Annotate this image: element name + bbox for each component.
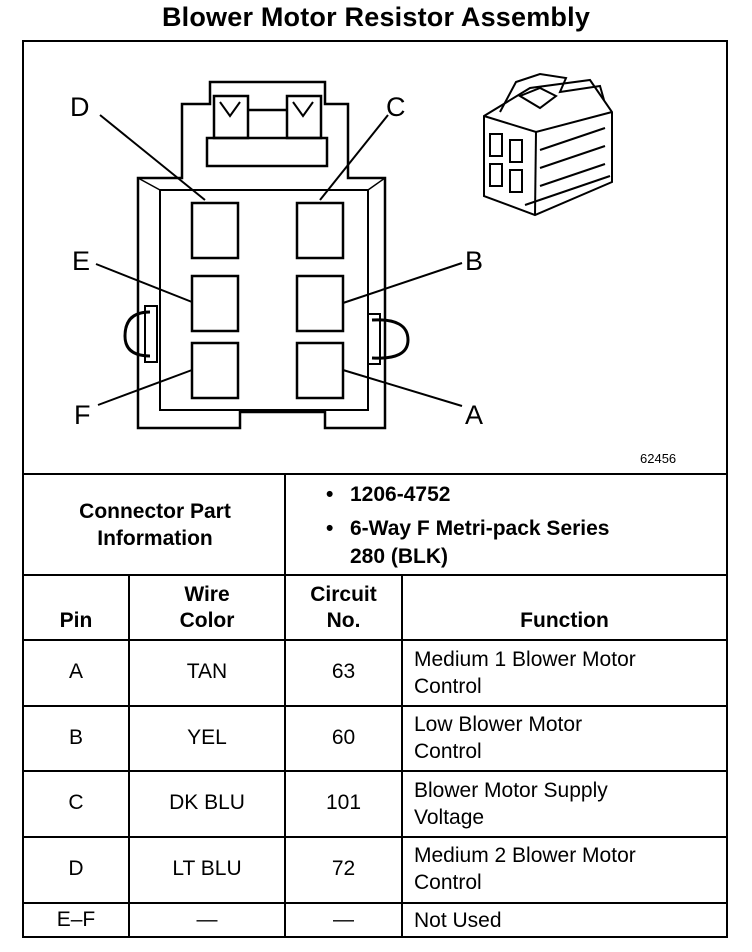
row-ef-pin: E–F — [56, 908, 96, 931]
figure-number: 62456 — [640, 451, 677, 466]
row-d-wire: LT BLU — [172, 857, 242, 880]
page-title: Blower Motor Resistor Assembly — [161, 2, 591, 32]
col-divider-circuit-left — [284, 473, 286, 938]
header-pin: Pin — [59, 609, 93, 632]
row-ef-wire: — — [196, 908, 218, 931]
diagram-frame — [22, 40, 728, 938]
row-d-function-line1: Medium 2 Blower Motor — [414, 844, 636, 867]
connector-info-bottom-border — [22, 574, 728, 576]
latch-right-ear — [285, 94, 323, 140]
header-wire-line1: Wire — [184, 583, 230, 606]
pin-cavity-A — [295, 341, 345, 400]
bullet-2: • — [326, 517, 334, 540]
pin-cavity-C — [295, 201, 345, 260]
pin-cavity-B — [295, 274, 345, 333]
row-b-circuit: 60 — [331, 726, 356, 749]
row-b-function: Low Blower Motor Control — [414, 711, 582, 765]
pin-cavity-F — [190, 341, 240, 400]
row-a-bottom-border — [22, 705, 728, 707]
connector-info-label: Connector Part Information — [24, 476, 286, 574]
row-d-function: Medium 2 Blower Motor Control — [414, 842, 636, 896]
row-c-function-line2: Voltage — [414, 806, 485, 829]
row-a-function-line1: Medium 1 Blower Motor — [414, 648, 636, 671]
header-circuit-no: Circuit No. — [286, 582, 401, 634]
row-b-pin: B — [68, 726, 83, 749]
leader-line-D — [99, 114, 206, 201]
row-b-wire: YEL — [187, 726, 227, 749]
connector-inner-body — [159, 189, 369, 411]
row-c-bottom-border — [22, 836, 728, 838]
pin-cavity-D — [190, 201, 240, 260]
row-a-function: Medium 1 Blower Motor Control — [414, 646, 636, 700]
row-a-pin: A — [68, 660, 83, 683]
header-function: Function — [520, 609, 609, 632]
pin-label-F: F — [74, 400, 91, 430]
row-a-function-line2: Control — [414, 675, 482, 698]
row-d-bottom-border — [22, 902, 728, 904]
connector-latch — [205, 136, 329, 168]
connector-info-label-line2: Information — [97, 527, 213, 550]
pin-label-B: B — [465, 246, 483, 276]
row-b-function-line2: Control — [414, 740, 482, 763]
leader-line-C — [319, 114, 389, 201]
connector-info-label-line1: Connector Part — [79, 500, 231, 523]
row-ef-function: Not Used — [414, 907, 502, 934]
latch-left-ear — [212, 94, 250, 140]
row-c-circuit: 101 — [325, 791, 362, 814]
pin-label-A: A — [465, 400, 483, 430]
leader-line-A — [342, 369, 463, 407]
header-bottom-border — [22, 639, 728, 641]
pin-label-C: C — [386, 92, 406, 122]
col-divider-function — [401, 574, 403, 938]
connector-diagram: D C E B F A — [70, 72, 613, 430]
pin-cavity-E — [190, 274, 240, 333]
row-c-function-line1: Blower Motor Supply — [414, 779, 608, 802]
leader-line-B — [342, 262, 463, 304]
col-divider-pin — [128, 574, 130, 938]
pin-label-D: D — [70, 92, 90, 122]
row-c-function: Blower Motor Supply Voltage — [414, 777, 608, 831]
row-c-wire: DK BLU — [169, 791, 245, 814]
left-side-clip — [123, 310, 151, 358]
bullet-1: • — [326, 483, 334, 506]
header-circuit-line2: No. — [326, 609, 361, 632]
row-d-pin: D — [68, 857, 84, 880]
header-circuit-line1: Circuit — [310, 583, 377, 606]
row-b-function-line1: Low Blower Motor — [414, 713, 583, 736]
leader-line-F — [97, 369, 193, 406]
row-ef-function-line1: Not Used — [414, 909, 502, 932]
connector-type: 6-Way F Metri-pack Series — [350, 517, 610, 540]
connector-3d-sketch — [483, 72, 613, 217]
row-d-function-line2: Control — [414, 871, 482, 894]
part-number: 1206-4752 — [350, 483, 451, 506]
header-wire-line2: Color — [179, 609, 235, 632]
leader-line-E — [95, 263, 193, 303]
row-a-wire: TAN — [186, 660, 228, 683]
table-top-border — [22, 473, 728, 475]
row-d-circuit: 72 — [331, 857, 356, 880]
right-side-clip — [371, 318, 410, 360]
row-b-bottom-border — [22, 770, 728, 772]
row-ef-circuit: — — [333, 908, 354, 931]
header-wire-color: Wire Color — [130, 582, 284, 634]
pin-label-E: E — [72, 246, 90, 276]
row-a-circuit: 63 — [331, 660, 356, 683]
connector-series: 280 (BLK) — [350, 545, 449, 568]
row-c-pin: C — [68, 791, 84, 814]
